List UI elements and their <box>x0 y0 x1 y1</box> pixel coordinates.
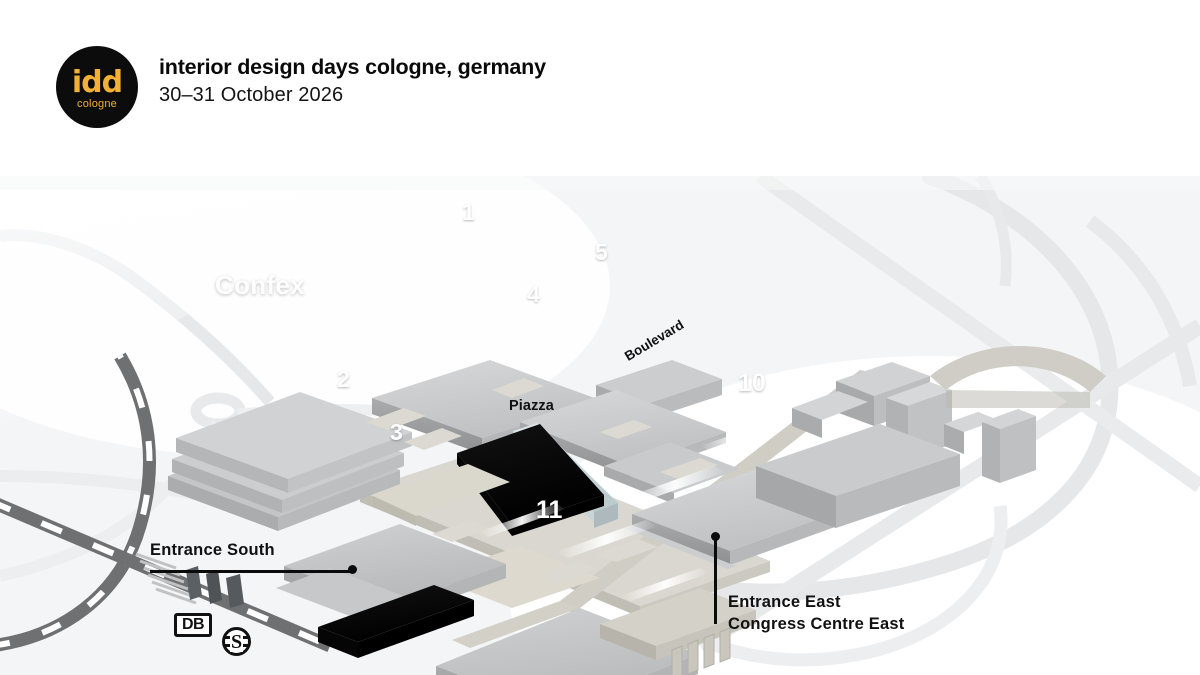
header-text-block: interior design days cologne, germany 30… <box>159 46 546 108</box>
logo-city-text: cologne <box>77 97 117 110</box>
building-congress-centre-east <box>600 588 756 675</box>
s-bahn-letter: S <box>229 630 244 653</box>
building-hall-11 <box>436 608 698 675</box>
idd-cologne-logo: idd cologne <box>56 46 138 128</box>
buildings-cluster-northeast <box>756 346 1106 528</box>
page-header: idd cologne interior design days cologne… <box>0 0 1200 176</box>
fairground-map[interactable]: 1 2 3 4 5 10 11 Confex Boulevard Piazza … <box>0 176 1200 675</box>
s-bahn-icon[interactable]: S <box>222 627 251 656</box>
building-confex <box>168 392 412 531</box>
entrance-south-marker-dot <box>348 565 357 574</box>
page-title: interior design days cologne, germany <box>159 55 546 79</box>
page-date: 30–31 October 2026 <box>159 84 344 106</box>
entrance-south-leader-line <box>150 570 352 573</box>
logo-brand-text: idd <box>71 64 123 100</box>
map-illustration <box>0 176 1200 675</box>
db-railway-icon[interactable]: DB <box>174 613 212 637</box>
building-hall-3-highlight <box>318 585 474 658</box>
entrance-east-leader-line <box>714 536 717 624</box>
entrance-east-marker-dot <box>711 532 720 541</box>
